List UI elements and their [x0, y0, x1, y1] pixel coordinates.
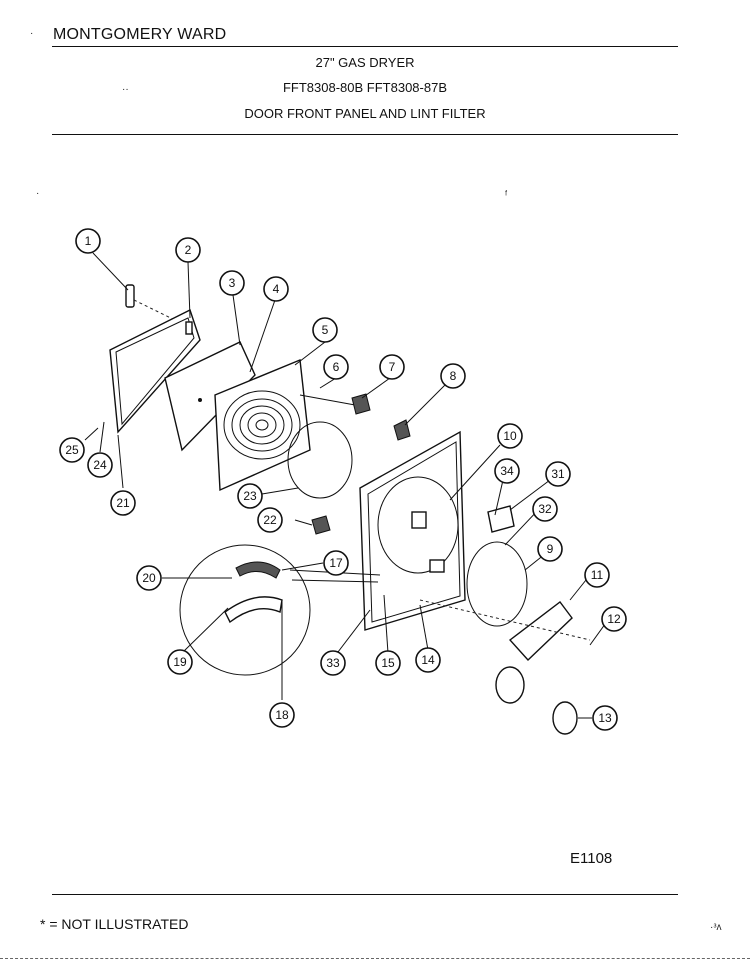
- scan-speck: ·ᵌᴧ: [710, 922, 722, 933]
- part-hinges: [299, 393, 411, 441]
- callout-21: 22: [257, 507, 283, 533]
- svg-text:15: 15: [381, 656, 395, 670]
- callout-23: 21: [110, 490, 136, 516]
- svg-text:13: 13: [598, 711, 612, 725]
- callout-10: 10: [497, 423, 523, 449]
- leader-lines: [84, 252, 609, 719]
- callout-18: 18: [269, 702, 295, 728]
- part-door-inner-spiral: [214, 358, 311, 492]
- bullet-mark: ·: [30, 28, 34, 39]
- callout-32: 32: [532, 496, 558, 522]
- part-lint-duct: [419, 599, 591, 704]
- callout-12: 12: [601, 606, 627, 632]
- svg-text:33: 33: [326, 656, 340, 670]
- svg-text:5: 5: [322, 323, 329, 337]
- svg-text:2: 2: [185, 243, 192, 257]
- svg-text:34: 34: [500, 464, 514, 478]
- brand-name: MONTGOMERY WARD: [53, 26, 227, 43]
- callout-17: 17: [323, 550, 349, 576]
- footnote: * = NOT ILLUSTRATED: [40, 916, 189, 932]
- part-drum-seal-ring: [466, 541, 528, 627]
- part-door-gasket: [287, 421, 353, 499]
- header-rule-bottom: [52, 134, 678, 135]
- svg-text:21: 21: [116, 496, 130, 510]
- svg-text:1: 1: [85, 234, 92, 248]
- part-handle: [125, 284, 186, 326]
- callout-2: 2: [175, 237, 201, 263]
- part-outer-door-panel: [109, 309, 201, 434]
- scan-speck: ᶠ: [505, 190, 508, 201]
- callout-25: 25: [59, 437, 85, 463]
- svg-text:25: 25: [65, 443, 79, 457]
- svg-text:17: 17: [329, 556, 343, 570]
- callout-6: 6: [323, 354, 349, 380]
- callout-9: 9: [537, 536, 563, 562]
- svg-text:7: 7: [389, 360, 396, 374]
- callout-24: 24: [87, 452, 113, 478]
- part-duct-collar: [552, 701, 578, 735]
- svg-text:32: 32: [538, 502, 552, 516]
- header-rule: [52, 46, 678, 47]
- callout-5: 5: [312, 317, 338, 343]
- svg-text:6: 6: [333, 360, 340, 374]
- product-title: 27" GAS DRYER: [315, 55, 415, 70]
- callout-31: 31: [545, 461, 571, 487]
- callout-20: 20: [136, 565, 162, 591]
- svg-text:14: 14: [421, 653, 435, 667]
- callout-19: 19: [167, 649, 193, 675]
- part-door-latch: [311, 515, 331, 535]
- callout-34: 34: [494, 458, 520, 484]
- callout-7: 7: [379, 354, 405, 380]
- footer-rule: [52, 894, 678, 895]
- callout-3: 3: [219, 270, 245, 296]
- svg-text:3: 3: [229, 276, 236, 290]
- detail-magnifier-circle: [179, 544, 381, 676]
- svg-text:8: 8: [450, 369, 457, 383]
- svg-text:10: 10: [503, 429, 517, 443]
- page-bottom-rule: [0, 958, 750, 959]
- svg-text:23: 23: [243, 489, 257, 503]
- svg-text:9: 9: [547, 542, 554, 556]
- callout-33: 33: [320, 650, 346, 676]
- callout-22: 23: [237, 483, 263, 509]
- svg-text:11: 11: [591, 568, 604, 582]
- callout-15: 15: [375, 650, 401, 676]
- scan-speck: ··: [122, 84, 129, 95]
- part-front-panel: [359, 430, 466, 631]
- svg-text:4: 4: [273, 282, 280, 296]
- svg-text:31: 31: [551, 467, 565, 481]
- model-numbers: FFT8308-80B FFT8308-87B: [282, 80, 448, 95]
- svg-text:19: 19: [173, 655, 187, 669]
- callout-8: 8: [440, 363, 466, 389]
- callout-1: 1: [75, 228, 101, 254]
- part-inner-door-liner: [164, 341, 256, 452]
- svg-text:24: 24: [93, 458, 107, 472]
- part-lint-filter-housing: [487, 505, 515, 533]
- callout-14: 14: [415, 647, 441, 673]
- figure-code: E1108: [570, 850, 613, 867]
- svg-text:12: 12: [607, 612, 621, 626]
- scan-speck: ·: [36, 188, 40, 199]
- svg-text:22: 22: [263, 513, 277, 527]
- callout-13: 13: [592, 705, 618, 731]
- section-title: DOOR FRONT PANEL AND LINT FILTER: [244, 106, 486, 121]
- callout-4: 4: [263, 276, 289, 302]
- svg-text:20: 20: [142, 571, 156, 585]
- callout-11: 11: [584, 562, 610, 588]
- svg-text:18: 18: [275, 708, 289, 722]
